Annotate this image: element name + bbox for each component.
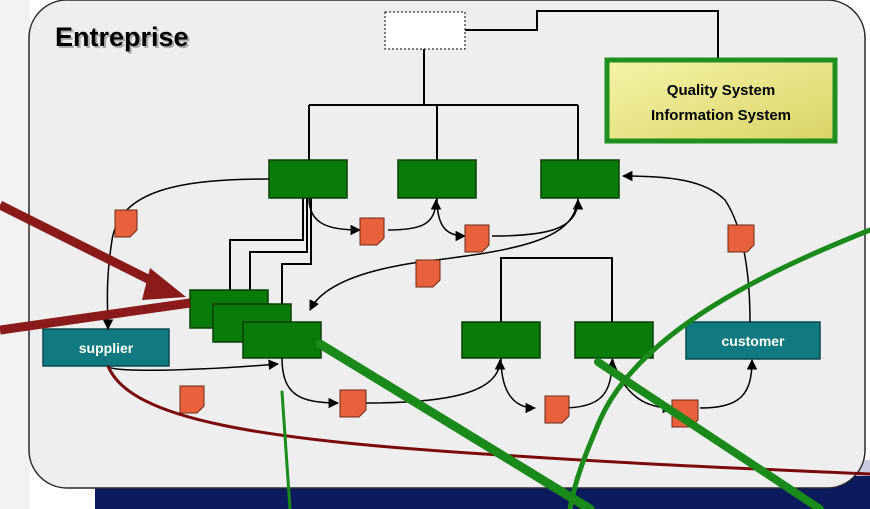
- left-margin: [0, 0, 30, 509]
- document-icon-5: [727, 224, 755, 253]
- supplier-box: [42, 328, 170, 367]
- green-overlay-lines: [280, 227, 870, 509]
- process-boxes: [189, 159, 654, 359]
- process-box-4: [461, 321, 541, 359]
- document-icon-7: [339, 389, 367, 418]
- process-box-3: [540, 159, 620, 199]
- document-icon-1: [114, 209, 138, 238]
- supplier-label: supplier: [79, 340, 134, 356]
- undefined-top-box: [384, 11, 466, 50]
- document-icon-8: [544, 395, 570, 424]
- document-icon-4: [415, 259, 441, 288]
- title-shadow: Entreprise: [57, 24, 191, 54]
- customer-label: customer: [721, 333, 785, 349]
- process-box-1: [268, 159, 348, 199]
- document-icon-2: [359, 217, 385, 246]
- document-icon-3: [464, 224, 490, 253]
- quality-box-line2: Information System: [651, 107, 791, 124]
- process-box-5: [574, 321, 654, 359]
- panel-title: Entreprise: [55, 22, 189, 52]
- quality-system-box: [604, 57, 838, 144]
- top-connector: [465, 10, 719, 60]
- process-box-2: [397, 159, 477, 199]
- process-box-stack-3: [242, 321, 322, 359]
- quality-box-line1: Quality System: [667, 82, 775, 99]
- customer-box: [685, 321, 821, 360]
- document-icon-6: [179, 385, 205, 414]
- red-arrows: [0, 200, 191, 335]
- hierarchy-lines: [229, 49, 613, 322]
